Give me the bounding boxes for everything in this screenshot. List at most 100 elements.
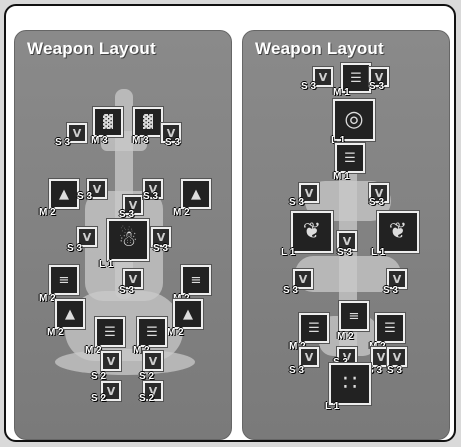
- weapon-slot[interactable]: V: [77, 227, 97, 247]
- weapon-slot[interactable]: ☰: [335, 143, 365, 173]
- weapon-slot[interactable]: ≡: [181, 265, 211, 295]
- weapon-slot[interactable]: V: [123, 195, 143, 215]
- slot-class-label: S 3: [67, 243, 83, 254]
- targeting-array-icon: ◎: [344, 107, 364, 132]
- slot-class-label: S 3: [337, 247, 353, 258]
- slot-class-label: M 2: [47, 327, 64, 338]
- weapon-slot[interactable]: V: [337, 231, 357, 251]
- weapon-slot[interactable]: ❦: [377, 211, 419, 253]
- weapon-slot[interactable]: V: [161, 123, 181, 143]
- weapon-slot[interactable]: ☰: [95, 317, 125, 347]
- slot-class-label: S 3: [369, 197, 385, 208]
- weapon-slot[interactable]: V: [143, 179, 163, 199]
- small-turret-icon: V: [72, 126, 82, 140]
- weapon-slot[interactable]: V: [151, 227, 171, 247]
- rocket-launcher-icon: ▲: [191, 186, 201, 202]
- laser-battery-icon: ☰: [104, 324, 116, 340]
- slot-class-label: M 2: [173, 293, 190, 304]
- weapon-slot[interactable]: ▓: [93, 107, 123, 137]
- weapon-slot[interactable]: V: [293, 269, 313, 289]
- small-turret-icon: V: [82, 230, 92, 244]
- slot-class-label: S 3: [55, 137, 71, 148]
- small-turret-icon: V: [128, 198, 138, 212]
- flak-cluster-icon: ∷: [343, 371, 357, 396]
- weapon-slot[interactable]: V: [101, 351, 121, 371]
- slot-class-label: M 3: [132, 135, 149, 146]
- weapon-slot[interactable]: V: [143, 381, 163, 401]
- laser-battery-icon: ☰: [308, 320, 320, 336]
- missile-pod-icon: ▓: [103, 114, 113, 130]
- ship-engine-ring: [55, 349, 195, 375]
- heavy-cannon-icon: ☃: [118, 227, 138, 252]
- slot-class-label: L 1: [325, 401, 340, 412]
- weapon-slot[interactable]: ▲: [173, 299, 203, 329]
- weapon-slot[interactable]: V: [369, 183, 389, 203]
- rocket-launcher-icon: ▲: [183, 306, 193, 322]
- slot-class-label: S 2: [91, 393, 107, 404]
- weapon-slot[interactable]: ▲: [49, 179, 79, 209]
- slot-class-label: M 3: [91, 135, 108, 146]
- slot-class-label: S 3: [387, 365, 403, 376]
- small-turret-icon: V: [342, 350, 352, 364]
- weapon-slot[interactable]: V: [369, 67, 389, 87]
- weapon-slot[interactable]: ☃: [107, 219, 149, 261]
- weapon-slot[interactable]: V: [87, 179, 107, 199]
- slot-class-label: S 3: [283, 285, 299, 296]
- small-turret-icon: V: [318, 70, 328, 84]
- torpedo-bay-icon: ≡: [190, 272, 202, 288]
- weapon-slot[interactable]: V: [143, 351, 163, 371]
- weapon-slot[interactable]: ▲: [181, 179, 211, 209]
- slot-class-label: S 3: [289, 365, 305, 376]
- small-turret-icon: V: [298, 272, 308, 286]
- small-turret-icon: V: [92, 182, 102, 196]
- slot-class-label: S 3: [289, 197, 305, 208]
- weapon-slot[interactable]: V: [387, 347, 407, 367]
- slot-class-label: L 1: [371, 247, 386, 258]
- small-turret-icon: V: [342, 234, 352, 248]
- laser-battery-icon: ☰: [384, 320, 396, 336]
- small-turret-icon: V: [148, 354, 158, 368]
- weapon-slot[interactable]: V: [299, 183, 319, 203]
- small-turret-icon: V: [304, 186, 314, 200]
- small-turret-icon: V: [128, 272, 138, 286]
- weapon-slot[interactable]: ☰: [299, 313, 329, 343]
- slot-class-label: S 2: [139, 393, 155, 404]
- slot-class-label: M 2: [167, 327, 184, 338]
- weapon-slot[interactable]: V: [101, 381, 121, 401]
- slot-class-label: M 2: [369, 341, 386, 352]
- small-turret-icon: V: [106, 384, 116, 398]
- weapon-slot[interactable]: ∷: [329, 363, 371, 405]
- slot-class-label: M 2: [39, 207, 56, 218]
- small-turret-icon: V: [392, 350, 402, 364]
- laser-battery-icon: ☰: [344, 150, 356, 166]
- slot-class-label: S 2: [139, 371, 155, 382]
- slot-class-label: S 3: [119, 285, 135, 296]
- slot-class-label: S 2: [91, 371, 107, 382]
- small-turret-icon: V: [156, 230, 166, 244]
- weapon-slot[interactable]: ☰: [375, 313, 405, 343]
- weapon-slot[interactable]: V: [313, 67, 333, 87]
- laser-battery-icon: ☰: [146, 324, 158, 340]
- rocket-launcher-icon: ▲: [65, 306, 75, 322]
- weapon-slot[interactable]: V: [123, 269, 143, 289]
- weapon-slot[interactable]: V: [299, 347, 319, 367]
- slot-class-label: S 3: [383, 285, 399, 296]
- weapon-slot[interactable]: ▓: [133, 107, 163, 137]
- slot-class-label: S 3: [77, 191, 93, 202]
- weapon-slot[interactable]: ☰: [137, 317, 167, 347]
- slot-class-label: S 3: [369, 81, 385, 92]
- wing-launcher-icon: ❦: [302, 219, 322, 244]
- weapon-slot[interactable]: V: [67, 123, 87, 143]
- slot-class-label: L 1: [331, 135, 346, 146]
- small-turret-icon: V: [148, 182, 158, 196]
- weapon-slot[interactable]: V: [387, 269, 407, 289]
- weapon-slot[interactable]: ≡: [49, 265, 79, 295]
- weapon-slot[interactable]: ▲: [55, 299, 85, 329]
- weapon-slot[interactable]: ❦: [291, 211, 333, 253]
- weapon-slot[interactable]: ◎: [333, 99, 375, 141]
- laser-battery-icon: ☰: [350, 70, 362, 86]
- weapon-slot[interactable]: ≡: [339, 301, 369, 331]
- small-turret-icon: V: [376, 350, 386, 364]
